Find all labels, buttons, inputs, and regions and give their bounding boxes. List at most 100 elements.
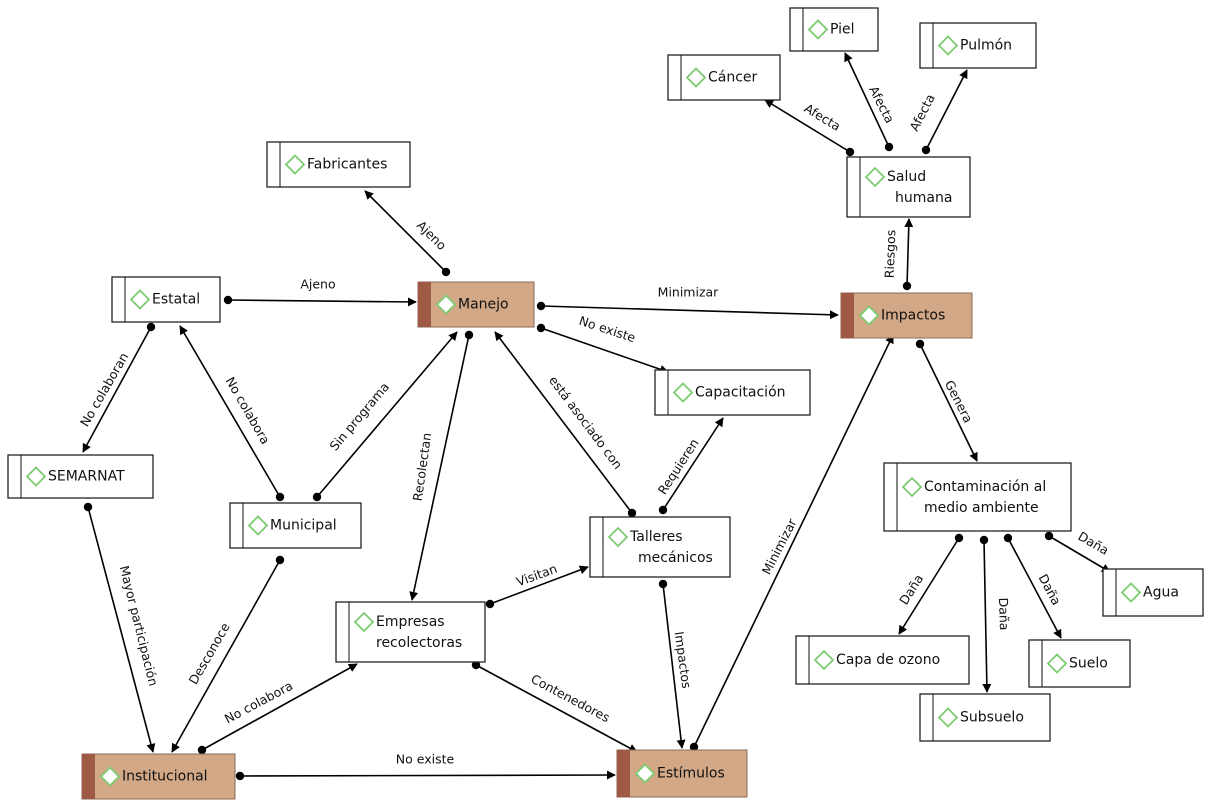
edge-label: No existe bbox=[396, 752, 455, 767]
edge-label: Daña bbox=[896, 572, 926, 608]
node-tab bbox=[841, 293, 854, 338]
edge-label: está asociado con bbox=[546, 373, 626, 472]
edge-label: Riesgos bbox=[882, 229, 899, 278]
edge-label: Sin programa bbox=[326, 379, 392, 453]
node-label: Empresas bbox=[376, 614, 445, 630]
edge-impactos-to-salud bbox=[902, 218, 914, 291]
edge-label: Afecta bbox=[866, 83, 897, 125]
edge-label: No existe bbox=[577, 313, 637, 345]
diamond-icon bbox=[607, 526, 629, 548]
node-suelo[interactable]: Suelo bbox=[1028, 639, 1131, 688]
edge-line bbox=[171, 559, 281, 753]
edge-label: Impactos bbox=[672, 630, 695, 689]
node-tab bbox=[418, 282, 431, 327]
edge-line bbox=[227, 297, 417, 307]
diamond-icon bbox=[937, 35, 959, 56]
node-institucional[interactable]: Institucional bbox=[81, 753, 236, 800]
node-manejo[interactable]: Manejo bbox=[417, 281, 535, 328]
edge-start-dot bbox=[536, 301, 546, 311]
edge-line bbox=[540, 327, 669, 374]
node-cancer[interactable]: Cáncer bbox=[667, 54, 781, 101]
node-label: Contaminación al bbox=[924, 479, 1046, 495]
node-municipal[interactable]: Municipal bbox=[229, 502, 362, 549]
node-estatal[interactable]: Estatal bbox=[111, 276, 221, 323]
diamond-icon bbox=[435, 294, 457, 315]
node-label: Fabricantes bbox=[307, 157, 387, 173]
edge-talleres-to-capacitacion bbox=[658, 417, 724, 515]
edge-label: Desconoce bbox=[186, 620, 233, 687]
edge-contaminacion-to-suelo bbox=[1003, 533, 1062, 639]
edge-municipal-to-manejo bbox=[312, 331, 458, 502]
node-semarnat[interactable]: SEMARNAT bbox=[7, 454, 154, 499]
edge-line bbox=[898, 537, 960, 635]
diamond-icon bbox=[672, 382, 694, 403]
edge-start-dot bbox=[915, 339, 925, 349]
node-label: Subsuelo bbox=[960, 710, 1024, 726]
node-estimulos[interactable]: Estímulos bbox=[616, 749, 748, 798]
node-impactos[interactable]: Impactos bbox=[840, 292, 973, 339]
node-label: Cáncer bbox=[708, 70, 758, 86]
diamond-icon bbox=[1046, 653, 1068, 674]
edge-start-dot bbox=[979, 535, 989, 545]
node-label: Impactos bbox=[881, 308, 945, 324]
edge-line bbox=[919, 343, 978, 462]
edge-label: Daña bbox=[1036, 571, 1065, 607]
node-capacitacion[interactable]: Capacitación bbox=[654, 369, 811, 416]
edge-start-dot bbox=[485, 599, 495, 609]
diamond-icon bbox=[685, 67, 707, 88]
diamond-icon bbox=[813, 649, 835, 671]
diamond-icon bbox=[807, 19, 829, 40]
edge-start-dot bbox=[275, 555, 285, 565]
diamond-icon bbox=[634, 763, 656, 784]
edge-salud-to-pulmon bbox=[921, 69, 968, 155]
node-piel[interactable]: Piel bbox=[789, 7, 879, 52]
edge-label: Daña bbox=[996, 597, 1012, 630]
node-label: Piel bbox=[830, 22, 855, 38]
edge-start-dot bbox=[471, 660, 481, 670]
edge-estimulos-to-impactos bbox=[689, 334, 894, 752]
edge-label: Recolectan bbox=[410, 432, 434, 502]
node-pulmon[interactable]: Pulmón bbox=[919, 22, 1037, 69]
edge-start-dot bbox=[658, 579, 668, 589]
node-fabricantes[interactable]: Fabricantes bbox=[266, 141, 411, 188]
node-tab bbox=[617, 750, 630, 797]
node-label: Estímulos bbox=[657, 766, 725, 782]
edge-manejo-to-impactos bbox=[536, 301, 839, 320]
edge-semarnat-to-estatal bbox=[82, 322, 156, 453]
edge-semarnat-to-institucional bbox=[83, 502, 156, 753]
node-subsuelo[interactable]: Subsuelo bbox=[919, 693, 1051, 742]
node-capa-ozono[interactable]: Capa de ozono bbox=[795, 635, 970, 685]
edge-start-dot bbox=[235, 771, 245, 781]
edge-start-dot bbox=[536, 323, 546, 333]
edge-start-dot bbox=[275, 492, 285, 502]
edge-start-dot bbox=[146, 322, 156, 332]
node-label: Pulmón bbox=[960, 38, 1012, 54]
node-label: recolectoras bbox=[376, 635, 462, 651]
edge-line bbox=[982, 539, 992, 693]
edge-institucional-to-estimulos bbox=[235, 770, 616, 781]
edge-start-dot bbox=[223, 295, 233, 305]
edge-municipal-to-institucional bbox=[171, 555, 285, 753]
edge-line bbox=[904, 218, 914, 287]
edge-line bbox=[489, 565, 589, 605]
edge-contaminacion-to-subsuelo bbox=[979, 535, 992, 693]
edge-talleres-to-estimulos bbox=[658, 579, 686, 749]
edge-manejo-to-capacitacion bbox=[536, 323, 669, 374]
edge-empresas-to-talleres bbox=[485, 565, 589, 609]
node-empresas[interactable]: Empresas recolectoras bbox=[335, 601, 486, 663]
edge-line bbox=[179, 325, 281, 498]
edge-start-dot bbox=[83, 502, 93, 512]
node-tab bbox=[82, 754, 95, 799]
node-label: Capa de ozono bbox=[836, 652, 940, 668]
edge-line bbox=[87, 506, 156, 753]
edge-line bbox=[475, 664, 638, 753]
edge-line bbox=[494, 331, 633, 514]
edge-line bbox=[693, 334, 894, 748]
edge-label: Mayor participación bbox=[117, 564, 161, 688]
node-agua[interactable]: Agua bbox=[1102, 568, 1204, 617]
edges-layer bbox=[82, 52, 1111, 781]
